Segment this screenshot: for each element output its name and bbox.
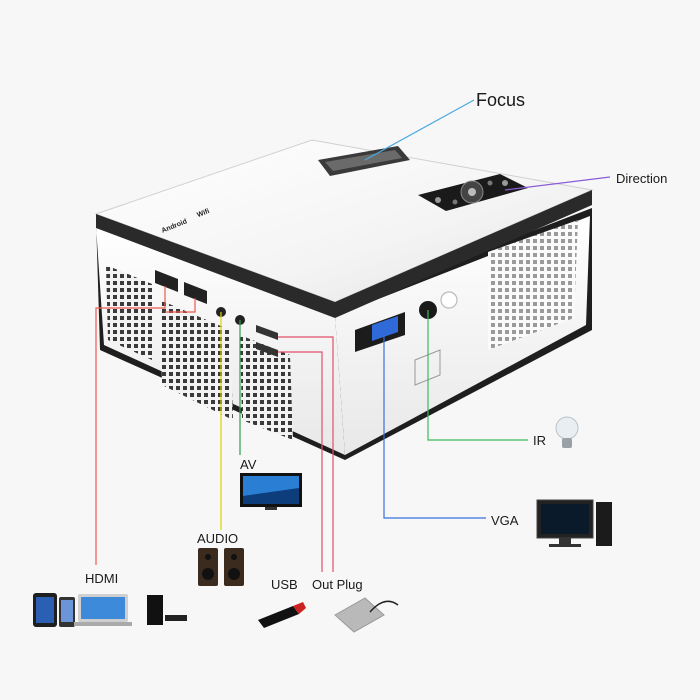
vga-callout-line: [383, 335, 486, 519]
usb-label: USB: [271, 577, 298, 592]
out-plug-label: Out Plug: [312, 577, 363, 592]
ir-callout-line: [427, 310, 528, 441]
right-ports: [355, 291, 458, 386]
audio-label: AUDIO: [197, 531, 239, 546]
right-vent: [488, 220, 578, 350]
hdmi-devices-icon: [33, 593, 187, 627]
usb-callout-line: [278, 336, 334, 572]
direction-label: Direction: [616, 171, 668, 186]
tv-icon: [240, 473, 302, 510]
left-vent: [106, 265, 152, 360]
vga-label: VGA: [491, 513, 519, 528]
hdmi-label: HDMI: [85, 571, 119, 586]
hdmi-callout-line: [95, 286, 166, 565]
ir-label: IR: [533, 433, 546, 448]
direction-callout-line: [504, 176, 611, 191]
desktop-computer-icon: [536, 499, 612, 547]
focus-label: Focus: [476, 90, 526, 110]
control-panel: [418, 174, 528, 211]
focus-callout-line: [364, 99, 475, 161]
outplug-callout-line: [278, 351, 323, 572]
side-vent: [240, 335, 293, 440]
hard-drive-icon: [334, 597, 399, 633]
left-vent-lower: [160, 300, 233, 420]
hdmi-callout-branch: [165, 298, 196, 313]
lightbulb-icon: [555, 416, 579, 448]
av-label: AV: [240, 457, 257, 472]
focus-wheel: [318, 146, 410, 176]
usb-stick-icon: [258, 602, 306, 628]
speakers-icon: [198, 548, 244, 586]
